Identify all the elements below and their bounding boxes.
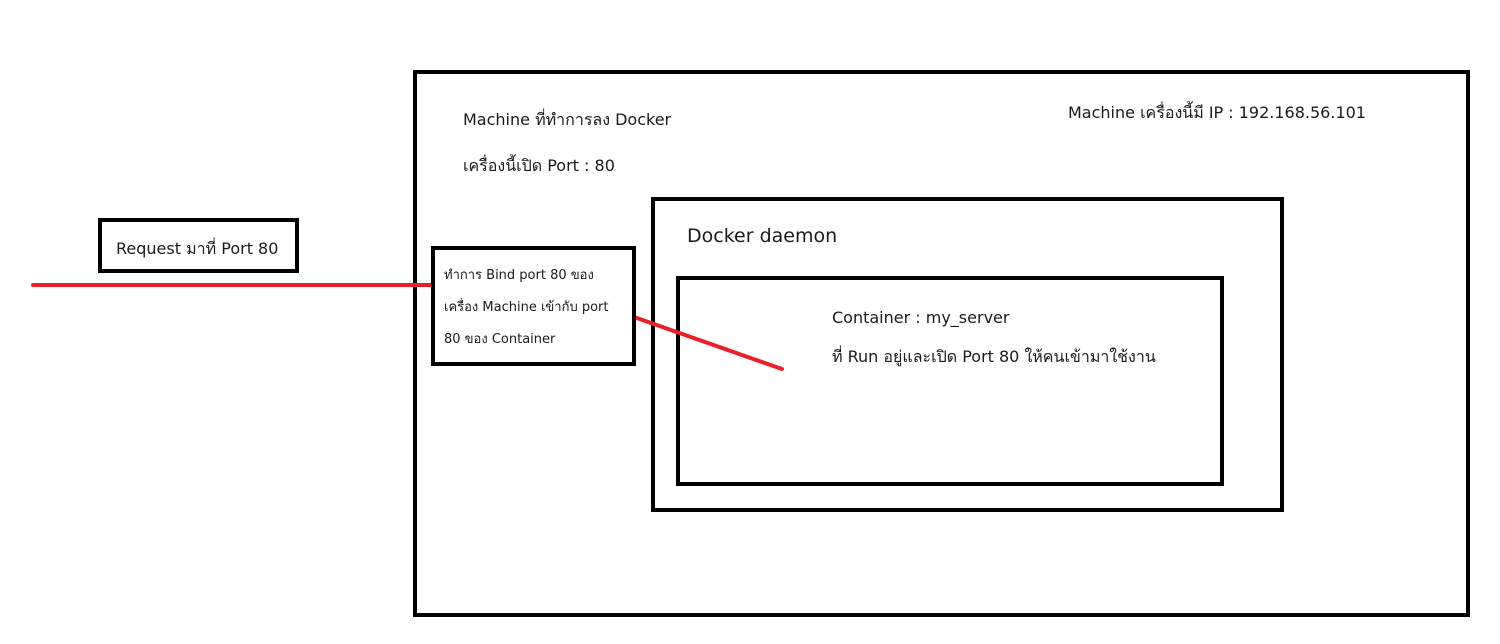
machine-ip-text: Machine เครื่องนี้มี IP : 192.168.56.101 [1068, 103, 1366, 122]
docker-host-machine-box [413, 70, 1470, 617]
request-box [98, 218, 299, 273]
machine-title: Machine ที่ทำการลง Docker [463, 110, 672, 129]
port-bind-line-2: เครื่อง Machine เข้ากับ port [444, 300, 609, 315]
docker-daemon-box [651, 197, 1284, 512]
container-box [676, 276, 1224, 486]
machine-open-port-text: เครื่องนี้เปิด Port : 80 [463, 156, 615, 175]
port-bind-text: ทำการ Bind port 80 ของ เครื่อง Machine เ… [444, 260, 630, 356]
docker-daemon-title: Docker daemon [687, 225, 838, 247]
container-name: Container : my_server [832, 308, 1010, 327]
request-label: Request มาที่ Port 80 [116, 239, 279, 258]
port-bind-line-3: 80 ของ Container [444, 332, 556, 347]
port-bind-line-1: ทำการ Bind port 80 ของ [444, 268, 594, 283]
container-description: ที่ Run อยู่และเปิด Port 80 ให้คนเข้ามาใ… [832, 347, 1156, 366]
port-bind-box [431, 246, 636, 366]
bind-connector-line [632, 315, 784, 371]
